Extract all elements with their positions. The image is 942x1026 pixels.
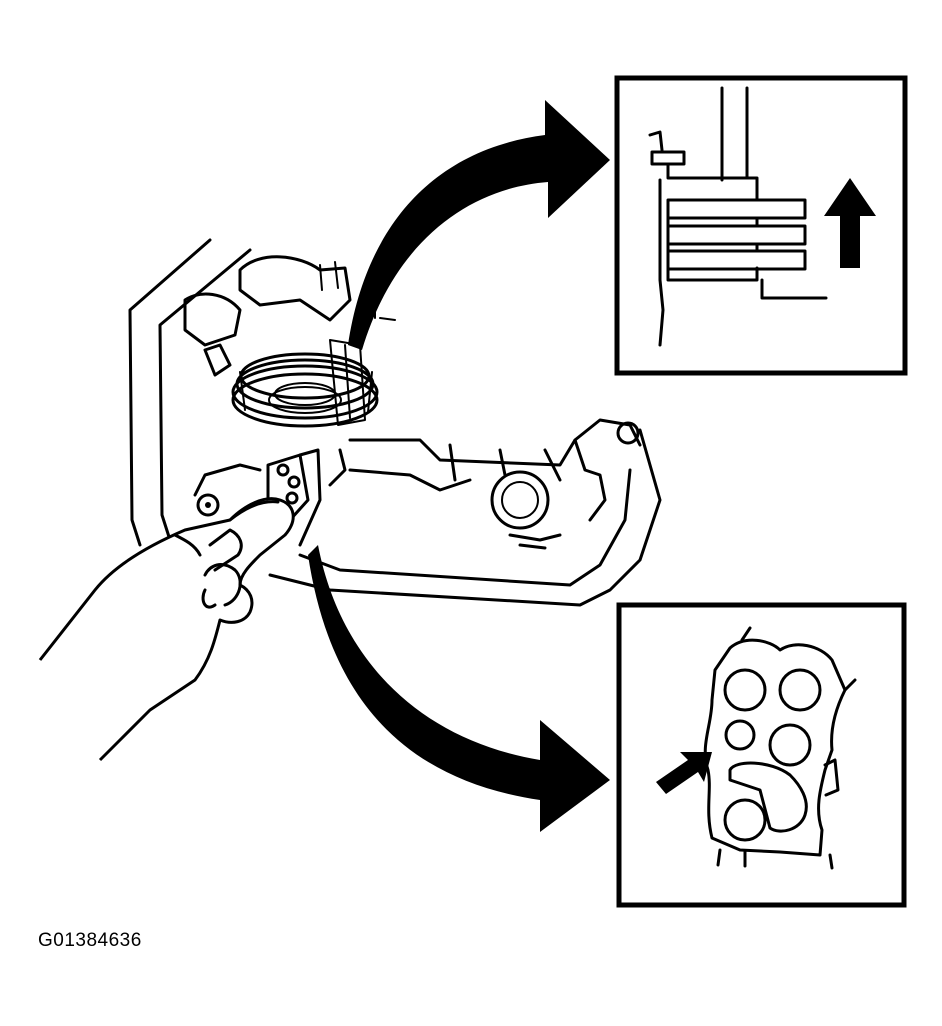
detail-inset-lower xyxy=(616,602,907,908)
pointer-arrow-icon xyxy=(656,752,712,794)
figure-code: G01384636 xyxy=(38,930,142,951)
detail-inset-upper xyxy=(614,75,908,376)
up-arrow-icon xyxy=(824,178,876,268)
curved-arrow-right-icon xyxy=(308,545,610,832)
curved-arrow-right-icon xyxy=(348,100,610,350)
hand-drawing xyxy=(38,497,295,762)
